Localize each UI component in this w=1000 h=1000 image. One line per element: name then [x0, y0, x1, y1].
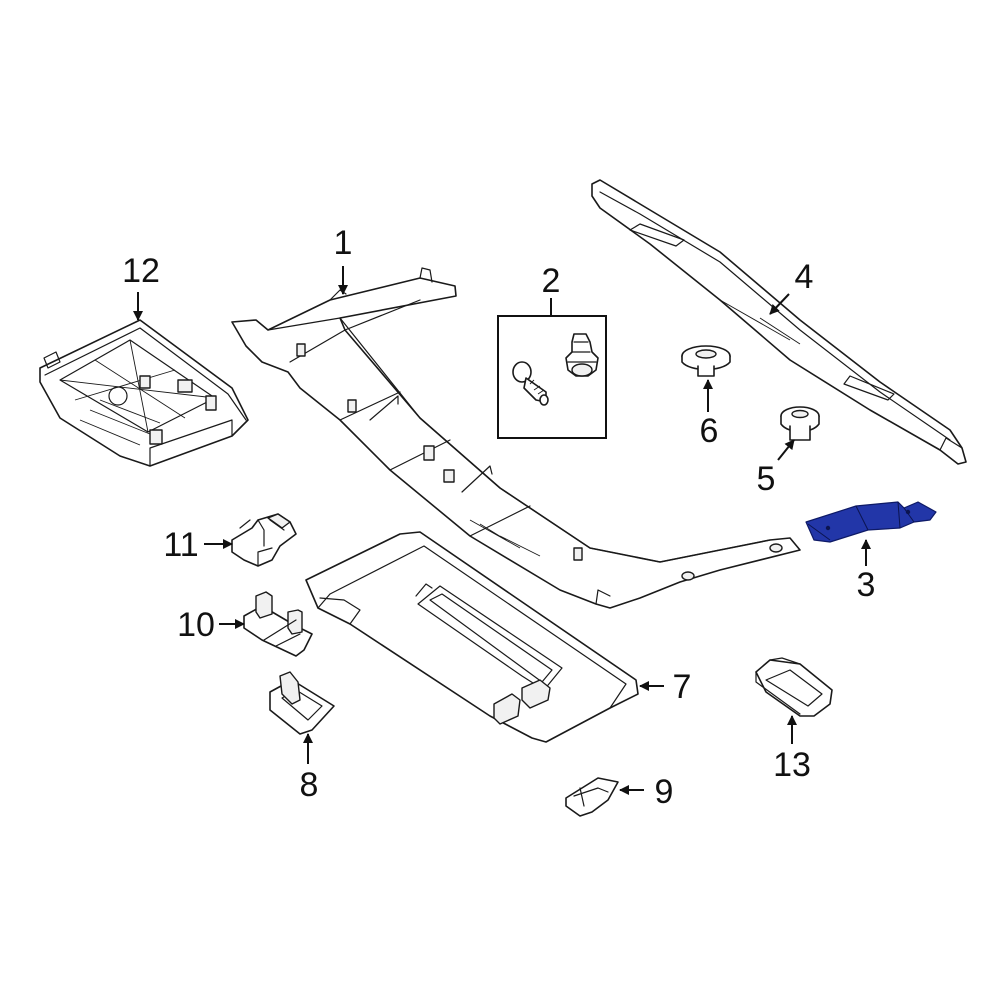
part-12-overhead-console	[39, 319, 249, 467]
callout-9: 9	[655, 773, 674, 811]
callout-13: 13	[773, 746, 811, 784]
part-2-bolt	[512, 361, 549, 406]
callout-1: 1	[334, 224, 353, 262]
part-3-bracket-highlighted	[805, 501, 937, 543]
callout-8: 8	[300, 766, 319, 804]
callout-5: 5	[757, 460, 776, 498]
part-7-sun-visor	[305, 531, 639, 743]
callout-12: 12	[122, 252, 160, 290]
part-8-visor-holder	[269, 671, 335, 735]
callout-10: 10	[177, 606, 215, 644]
part-2-clip	[565, 333, 599, 377]
part-10-clip	[243, 591, 313, 657]
leader-5	[777, 439, 795, 461]
callout-7: 7	[673, 668, 692, 706]
leader-4	[769, 293, 790, 315]
callout-6: 6	[700, 412, 719, 450]
callout-11: 11	[163, 526, 198, 564]
callout-2: 2	[542, 262, 561, 300]
part-3-body	[805, 501, 937, 543]
part-13-lamp	[755, 657, 833, 717]
callout-4: 4	[795, 258, 814, 296]
part-6-push-nut	[681, 345, 731, 377]
part-5-retainer-nut	[780, 406, 820, 441]
leader-lines	[133, 266, 871, 795]
part-4-roof-strip	[591, 179, 967, 465]
part-9-hook	[565, 777, 619, 817]
callout-3: 3	[857, 566, 876, 604]
part-11-bracket	[231, 513, 297, 567]
part-2-fastener-kit	[497, 315, 607, 439]
callout-labels: 1 2 3 4 5 6 7 8 9 10 11 12 13	[122, 224, 875, 811]
